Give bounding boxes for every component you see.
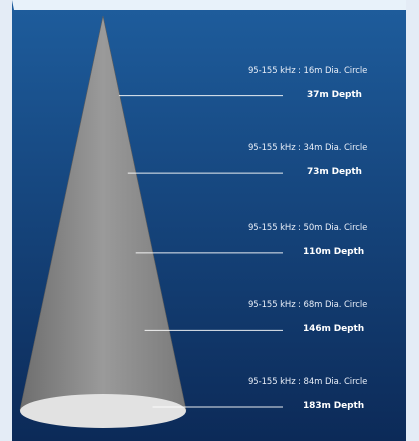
depth-label: 146m Depth — [303, 324, 365, 335]
bottom-footprint-ellipse — [20, 394, 186, 428]
depth-label: 183m Depth — [303, 401, 365, 411]
depth-label: 73m Depth — [307, 167, 362, 178]
frequency-diameter-label: 95-155 kHz : 16m Dia. Circle — [248, 65, 368, 76]
frequency-diameter-label: 95-155 kHz : 68m Dia. Circle — [248, 300, 368, 311]
water-surface — [12, 0, 406, 14]
frequency-diameter-label: 95-155 kHz : 50m Dia. Circle — [248, 222, 368, 233]
frequency-diameter-label: 95-155 kHz : 34m Dia. Circle — [248, 143, 368, 154]
depth-label: 110m Depth — [303, 246, 365, 257]
depth-label: 37m Depth — [307, 89, 362, 100]
frequency-diameter-label: 95-155 kHz : 84m Dia. Circle — [248, 377, 368, 387]
